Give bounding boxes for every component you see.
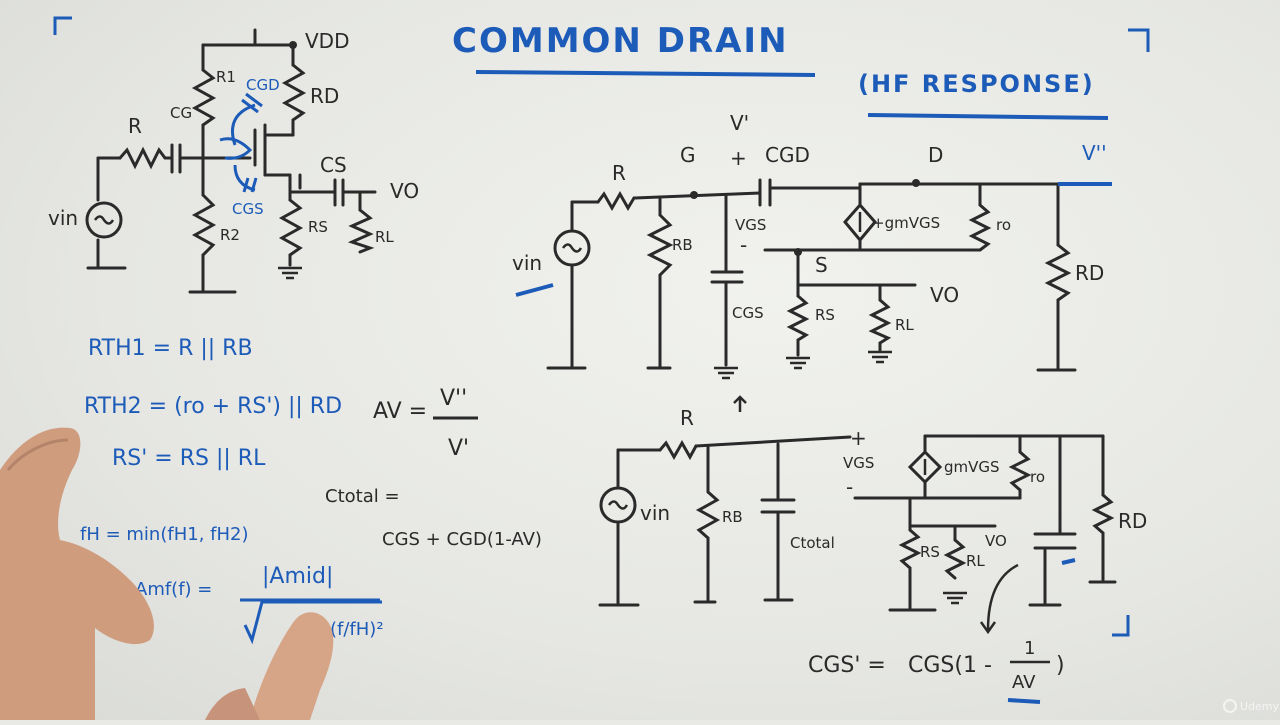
label-vo-mid: VO (930, 283, 959, 307)
label-cs: CS (320, 153, 347, 177)
label-minus-2: - (846, 475, 853, 499)
eq-amid-den: (f/fH)² (330, 619, 384, 640)
label-rl-mid: RL (895, 316, 914, 334)
watermark: Udemy (1240, 700, 1280, 713)
label-vin: vin (48, 206, 78, 230)
eq-amid-num: |Amid| (262, 564, 333, 589)
dependent-source-2 (907, 449, 943, 485)
label-rs-mid: RS (815, 306, 835, 324)
eq-cgs-prime-close: ) (1056, 653, 1065, 678)
eq-rth1: RTH1 = R || RB (88, 336, 253, 361)
label-vin-bot: vin (640, 501, 670, 525)
eq-av-den: V' (448, 436, 469, 461)
label-r2: R2 (220, 226, 240, 244)
label-r1: R1 (216, 68, 236, 86)
eq-amid-lhs: Amf(f) = (135, 579, 212, 600)
label-plus-2: + (850, 426, 867, 450)
label-cg: CG (170, 104, 192, 122)
corner-marks (53, 16, 1150, 637)
label-vo-bot: VO (985, 532, 1007, 550)
vin-source (85, 201, 123, 239)
title-underline (475, 70, 816, 77)
label-rl-bot: RL (966, 552, 985, 570)
miller-equivalent-circuit (598, 434, 1117, 612)
subtitle: (HF RESPONSE) (858, 70, 1095, 98)
label-ro-big: RD (1075, 261, 1104, 285)
vin-source-3 (599, 486, 637, 524)
parasitic-caps (219, 92, 263, 193)
hf-equivalent-circuit (546, 178, 1077, 372)
label-cgd: CGD (246, 76, 280, 94)
label-rs-bot: RS (920, 543, 940, 561)
label-vin-mid: vin (512, 251, 542, 275)
label-r: R (128, 114, 142, 138)
label-ctotal-bot: Ctotal (790, 534, 835, 552)
label-gm: +gmVGS (872, 214, 940, 232)
eq-ctotal-rhs: CGS + CGD(1-AV) (382, 529, 542, 550)
udemy-logo-icon (1223, 699, 1237, 713)
label-rd-bot: RD (1118, 509, 1147, 533)
eq-cgs-prime-rhs: CGS(1 - (908, 653, 992, 678)
label-v1: V' (730, 111, 749, 135)
label-gm-bot: gmVGS (944, 458, 1000, 476)
label-cgs: CGS (232, 200, 264, 218)
label-vgs: VGS (735, 216, 766, 234)
label-d: D (928, 143, 943, 167)
title: COMMON DRAIN (452, 21, 789, 61)
label-cgd2: CGD (765, 143, 810, 167)
label-ro: ro (996, 216, 1011, 234)
label-cgs-mid: CGS (732, 304, 764, 322)
eq-cgs-prime-lhs: CGS' = (808, 653, 886, 678)
eq-av-num: V'' (440, 386, 467, 411)
eq-rth2: RTH2 = (ro + RS') || RD (84, 394, 342, 419)
equations: RTH1 = R || RB RTH2 = (ro + RS') || RD R… (80, 336, 1065, 704)
label-g: G (680, 143, 696, 167)
eq-ctotal-lhs: Ctotal = (325, 486, 400, 507)
label-rb: RB (672, 236, 693, 254)
label-rl: RL (375, 228, 394, 246)
label-s: S (815, 253, 828, 277)
label-ro-bot: ro (1030, 468, 1045, 486)
subtitle-underline (867, 113, 1109, 120)
label-r-bot: R (680, 406, 694, 430)
eq-cgs-prime-num: 1 (1024, 638, 1035, 659)
vin-source-2 (553, 229, 591, 267)
presenter-hand (0, 427, 334, 720)
eq-av-lhs: AV = (373, 399, 427, 424)
label-minus-1: - (740, 233, 747, 257)
label-plus-1: + (730, 146, 747, 170)
label-vgs-bot: VGS (843, 454, 874, 472)
label-vo: VO (390, 179, 419, 203)
label-rb-bot: RB (722, 508, 743, 526)
label-rd: RD (310, 84, 339, 108)
label-rs: RS (308, 218, 328, 236)
eq-cgs-prime-den: AV (1012, 672, 1036, 693)
label-v2: V'' (1082, 141, 1107, 165)
label-vdd: VDD (305, 29, 349, 53)
dependent-current-source (843, 202, 877, 243)
label-r-mid: R (612, 161, 626, 185)
eq-rs-prime: RS' = RS || RL (112, 446, 266, 471)
eq-fh: fH = min(fH1, fH2) (80, 524, 248, 545)
